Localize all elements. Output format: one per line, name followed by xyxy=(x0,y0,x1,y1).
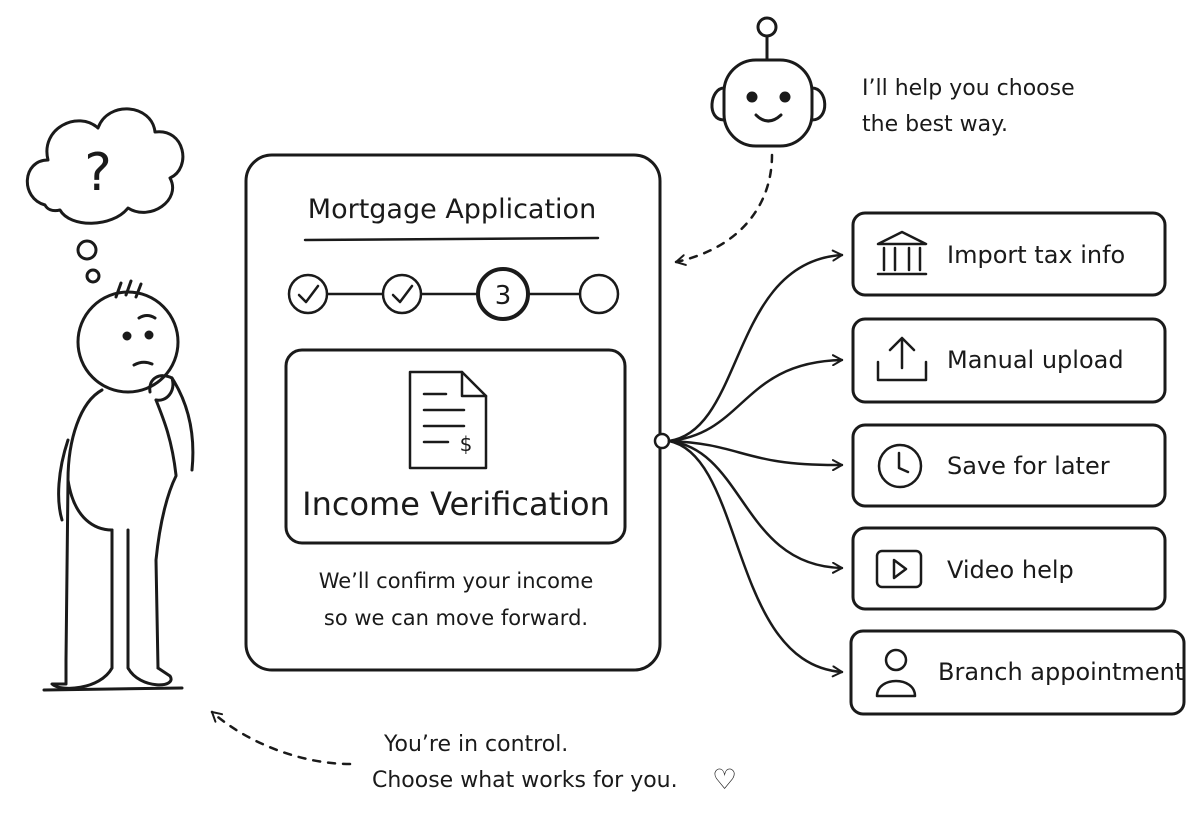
bank-columns xyxy=(882,246,922,272)
invoice-document-icon xyxy=(408,370,488,470)
robot-antenna-ball xyxy=(756,16,778,38)
play-icon xyxy=(875,549,923,589)
option-box-frame xyxy=(851,526,1167,611)
person-mouth xyxy=(132,360,154,367)
thought-cloud xyxy=(25,107,185,225)
upload-tray xyxy=(876,360,928,382)
step-4-todo xyxy=(578,273,620,315)
thought-question-mark: ? xyxy=(84,143,112,203)
clock-face xyxy=(877,443,923,489)
person-icon xyxy=(875,648,917,698)
person-brow xyxy=(137,314,157,320)
option-box-frame xyxy=(849,629,1186,716)
connector-branch-appointment xyxy=(667,439,844,678)
mortgage-card: Mortgage Application 3 $ Income Verifica… xyxy=(244,153,671,672)
card-title-underline xyxy=(303,236,600,242)
option-box-frame xyxy=(851,317,1167,404)
clock-icon xyxy=(877,443,923,489)
upload-arrow xyxy=(888,336,916,370)
document-lines xyxy=(422,392,466,444)
option-label: Branch appointment xyxy=(938,658,1184,686)
connector-manual-upload xyxy=(667,354,844,443)
option-video-help[interactable]: Video help xyxy=(851,526,1167,611)
thinking-person-icon xyxy=(25,107,195,692)
bank-roof xyxy=(876,230,928,246)
option-branch-appointment[interactable]: Branch appointment xyxy=(849,629,1186,716)
card-title: Mortgage Application xyxy=(308,194,596,225)
upload-icon xyxy=(876,336,928,382)
person-icon-body xyxy=(875,679,917,698)
connector-save-later xyxy=(667,439,844,472)
option-box-frame xyxy=(851,423,1167,508)
option-connectors xyxy=(667,249,844,678)
check-icon xyxy=(297,284,320,304)
robot-smile xyxy=(754,113,783,123)
thought-bubble-large xyxy=(76,239,98,261)
robot-eye-left xyxy=(746,91,758,103)
footer-arrow xyxy=(210,710,352,766)
document-outline xyxy=(408,370,488,470)
assistant-arrow xyxy=(674,153,774,266)
assistant-line2: the best way. xyxy=(862,112,1008,137)
option-box-frame xyxy=(851,211,1167,297)
panel-title: Income Verification xyxy=(302,485,610,523)
person-eye-right xyxy=(144,330,154,340)
person-body xyxy=(64,388,178,670)
step-1-done xyxy=(287,273,329,315)
video-frame xyxy=(875,549,923,589)
option-manual-upload[interactable]: Manual upload xyxy=(851,317,1167,404)
step-2-done xyxy=(381,273,423,315)
option-import-tax-info[interactable]: Import tax info xyxy=(851,211,1167,297)
heart-icon: ♡ xyxy=(712,763,737,796)
play-triangle xyxy=(892,558,908,580)
document-fold xyxy=(460,370,488,398)
person-forearm xyxy=(154,376,195,477)
connector-video-help xyxy=(667,439,844,574)
robot-ear-right xyxy=(810,86,827,122)
option-label: Save for later xyxy=(947,452,1110,480)
person-hair xyxy=(114,279,143,299)
option-label: Video help xyxy=(947,556,1074,584)
robot-ear-left xyxy=(710,86,726,122)
step-3-number: 3 xyxy=(495,281,512,311)
robot-eye-right xyxy=(779,91,791,103)
assistant-line1: I’ll help you choose xyxy=(862,76,1075,101)
bank-icon xyxy=(876,230,928,276)
thought-bubble-small xyxy=(85,268,101,284)
person-legs xyxy=(50,528,173,690)
step-3-current xyxy=(476,267,530,321)
option-save-for-later[interactable]: Save for later xyxy=(851,423,1167,508)
check-icon xyxy=(391,284,414,304)
connector-import-tax xyxy=(667,249,844,443)
option-label: Manual upload xyxy=(947,346,1124,374)
footer-line1: You’re in control. xyxy=(383,732,568,757)
progress-stepper xyxy=(287,267,620,321)
footer-line2: Choose what works for you. xyxy=(372,768,678,793)
card-description-line1: We’ll confirm your income xyxy=(319,569,594,593)
ground-line xyxy=(42,686,184,692)
document-dollar-sign: $ xyxy=(460,432,473,456)
robot-head xyxy=(722,58,814,148)
person-icon-head xyxy=(884,648,908,672)
income-panel xyxy=(284,348,627,545)
mortgage-card-frame xyxy=(244,153,662,672)
option-label: Import tax info xyxy=(947,241,1125,269)
person-arm-back xyxy=(57,438,70,522)
card-description-line2: so we can move forward. xyxy=(324,606,588,630)
person-eye-left xyxy=(122,331,132,341)
clock-hands xyxy=(897,451,910,474)
branch-node xyxy=(653,432,671,450)
robot-icon xyxy=(710,16,827,148)
